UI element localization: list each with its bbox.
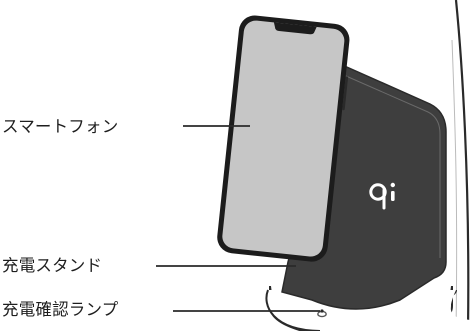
label-smartphone: スマートフォン bbox=[2, 117, 119, 136]
stand-base-outline bbox=[265, 289, 321, 332]
housing-inner-edge bbox=[451, 39, 458, 332]
label-charge-lamp: 充電確認ランプ bbox=[2, 300, 119, 319]
qi-logo-icon bbox=[369, 182, 395, 210]
smartphone-side-button bbox=[342, 76, 349, 111]
label-charging-stand: 充電スタンド bbox=[2, 256, 103, 275]
smartphone-notch bbox=[273, 22, 317, 35]
smartphone bbox=[217, 15, 350, 262]
housing-right-edge bbox=[454, 0, 470, 332]
callout-dot-charge-lamp bbox=[320, 309, 324, 313]
stand-panel-highlight bbox=[345, 75, 441, 258]
smartphone-screen bbox=[222, 20, 345, 257]
